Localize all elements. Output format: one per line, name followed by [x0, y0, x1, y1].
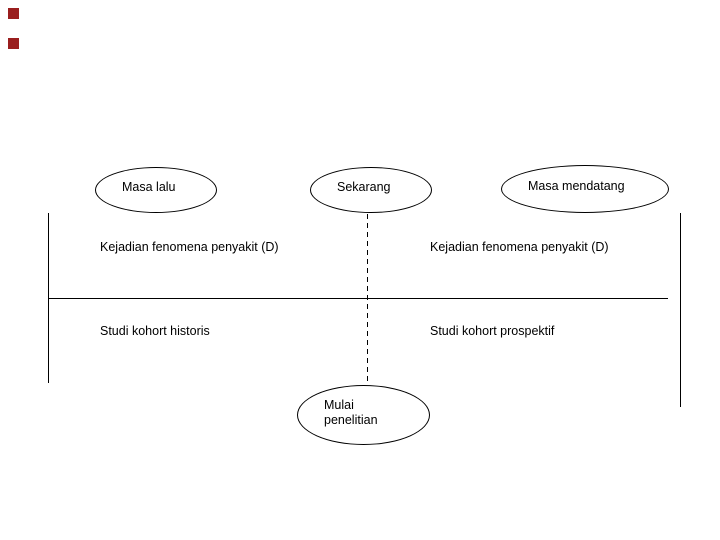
start-research-label-line2: penelitian — [324, 413, 378, 427]
past-ellipse-label: Masa lalu — [122, 180, 176, 194]
historical-cohort-study-label: Studi kohort historis — [100, 324, 210, 338]
past-ellipse: Masa lalu — [95, 167, 217, 213]
present-ellipse: Sekarang — [310, 167, 432, 213]
present-ellipse-label: Sekarang — [337, 180, 391, 194]
decor-square-top — [8, 8, 19, 19]
prospective-cohort-study-label: Studi kohort prospektif — [430, 324, 555, 338]
future-ellipse: Masa mendatang — [501, 165, 669, 213]
future-ellipse-label: Masa mendatang — [528, 179, 625, 193]
start-research-ellipse: Mulai penelitian — [297, 385, 430, 445]
start-research-label-line1: Mulai — [324, 398, 354, 412]
future-disease-event-label: Kejadian fenomena penyakit (D) — [430, 240, 609, 254]
past-disease-event-label: Kejadian fenomena penyakit (D) — [100, 240, 279, 254]
start-research-label: Mulai penelitian — [298, 398, 378, 432]
decor-square-bottom — [8, 38, 19, 49]
